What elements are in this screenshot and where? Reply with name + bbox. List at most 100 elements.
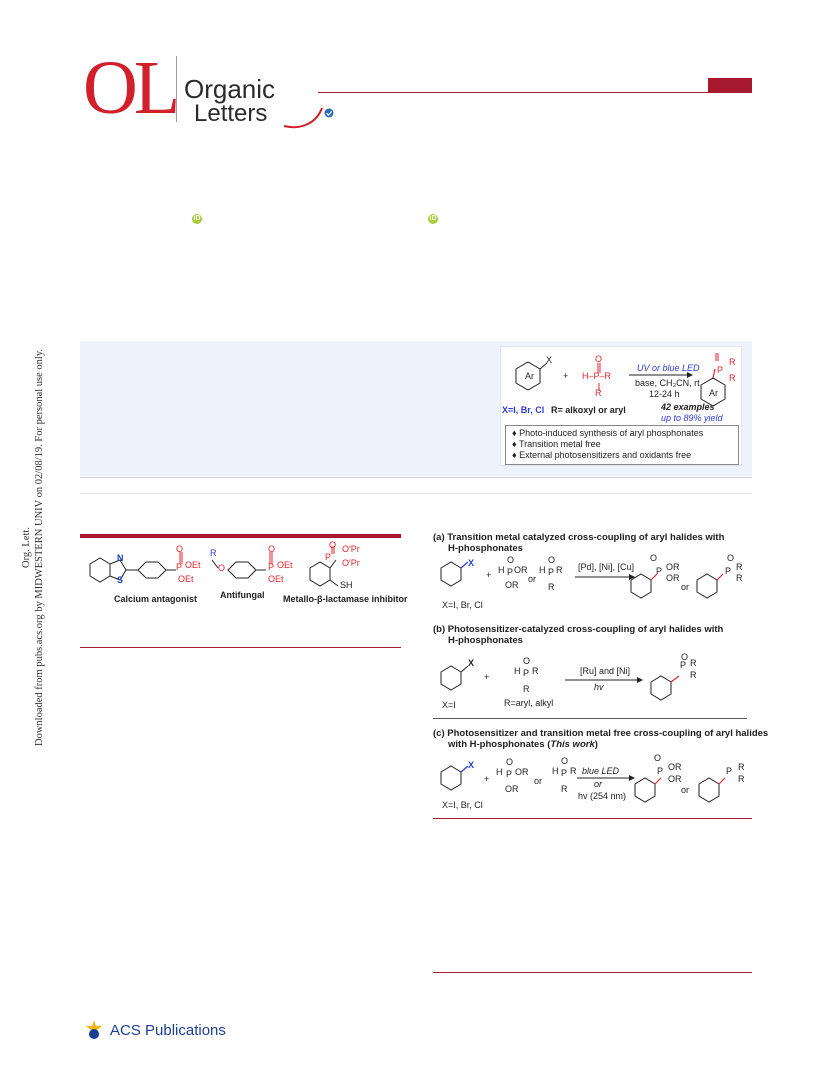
scheme-a-prod-r1: R [736, 562, 743, 572]
toc-product-r2: R [729, 373, 736, 383]
toc-r-label: R [595, 388, 602, 398]
scheme-c-cond-blue-led: blue LED [582, 766, 620, 776]
toc-product-r1: R [729, 357, 736, 367]
scheme-b-plus: + [484, 672, 490, 682]
scheme-a-prod-or2: OR [666, 573, 680, 583]
scheme-b-x-def: X=I [442, 700, 456, 710]
scheme-b-title-line1: (b) Photosensitizer-catalyzed cross-coup… [433, 624, 724, 635]
scheme-a-or-word2: or [681, 582, 690, 592]
figure1-n-label: N [117, 553, 124, 563]
figure1-label-calcium: Calcium antagonist [114, 594, 198, 604]
scheme-c-prod-p1: P [657, 766, 664, 776]
figure1-opr1: O′Pr [342, 544, 360, 554]
figure1-oet1: OEt [185, 560, 201, 570]
scheme-b-r-def: R=aryl, alkyl [504, 698, 554, 708]
scheme-a-or2: OR [505, 580, 519, 590]
toc-reaction-scheme [515, 353, 726, 407]
scheme-b-o: O [523, 656, 531, 666]
toc-arrow-bottom2: 12-24 h [649, 389, 680, 399]
figure1-oet3: OEt [277, 560, 293, 570]
scheme-a-p2: P [548, 567, 555, 577]
scheme-a-or1: OR [514, 565, 528, 575]
scheme-a-plus: + [486, 570, 492, 580]
scheme-b-x: X [468, 658, 475, 668]
toc-examples: 42 examples [661, 402, 715, 412]
download-notice-line1: Org. Lett. [21, 527, 32, 568]
scheme-a-structures [440, 561, 724, 599]
orcid-icon[interactable]: iD [428, 214, 438, 224]
scheme-b-prod-p: P [680, 660, 687, 670]
figure1-o3-label: O [268, 544, 276, 554]
scheme-c-prod-or2: OR [668, 774, 682, 784]
toc-arrow-top: UV or blue LED [637, 363, 700, 373]
scheme-bottom-rule [433, 818, 752, 819]
scheme-a-o1: O [507, 555, 515, 565]
scheme-c-h1: H [496, 767, 503, 777]
figure1-label-metallo: Metallo-β-lactamase inhibitor [283, 594, 408, 604]
scheme-b-r2: R [523, 684, 530, 694]
scheme-a-title-line2: H-phosphonates [448, 543, 523, 554]
figure1-p2-label: P [268, 562, 275, 572]
scheme-c-structures [440, 765, 726, 803]
logo-swoosh-icon [283, 107, 323, 129]
header-rule [318, 92, 752, 93]
scheme-a-x-def: X=I, Br, Cl [442, 600, 483, 610]
scheme-b-prod-r2: R [690, 670, 697, 680]
scheme-b-prod-r1: R [690, 658, 697, 668]
scheme-c-prod-r2: R [738, 774, 745, 784]
scheme-c-r1: R [570, 766, 577, 776]
figure1-oet4: OEt [268, 574, 284, 584]
figure1-p-label: P [176, 562, 183, 572]
scheme-a-prod-p1: P [656, 566, 663, 576]
figure1-o2-label: O [218, 563, 226, 573]
download-notice: Org. Lett. Downloaded from pubs.acs.org … [20, 349, 46, 746]
scheme-b-h: H [514, 666, 521, 676]
scheme-c-prod-p2: P [726, 766, 733, 776]
scheme-c-or-word: or [534, 776, 543, 786]
scheme-c-plus: + [484, 774, 490, 784]
figure1-opr2: O′Pr [342, 558, 360, 568]
scheme-a-prod-or1: OR [666, 562, 680, 572]
scheme-c-o1: O [506, 757, 514, 767]
scheme-c-or1: OR [515, 767, 529, 777]
scheme-c-x: X [468, 760, 475, 770]
scheme-c-cond-or: or [594, 779, 603, 789]
scheme-a-o2: O [548, 555, 556, 565]
toc-yield: up to 89% yield [661, 413, 723, 423]
verified-check-icon [324, 108, 334, 118]
toc-o-label: O [595, 354, 603, 364]
scheme-a-prod-r2: R [736, 573, 743, 583]
scheme-c-or2: OR [505, 784, 519, 794]
publisher-name: ACS Publications [110, 1022, 226, 1039]
header-tab [708, 78, 752, 92]
orcid-icon[interactable]: iD [192, 214, 202, 224]
toc-plus: + [563, 371, 569, 381]
toc-bullet-1: ♦ Photo-induced synthesis of aryl phosph… [512, 428, 704, 438]
figure1-sh: SH [340, 580, 353, 590]
scheme-c-cond-hv: hv (254 nm) [578, 791, 627, 801]
scheme-c-p1: P [506, 769, 513, 779]
scheme-b-structures [440, 665, 680, 701]
toc-r-def: R= alkoxyl or aryl [551, 405, 626, 415]
scheme-a-prod-o1: O [650, 553, 658, 563]
toc-bullet-2: ♦ Transition metal free [512, 439, 601, 449]
download-notice-line2: Downloaded from pubs.acs.org by MIDWESTE… [34, 348, 45, 746]
scheme-c-prod-r1: R [738, 762, 745, 772]
scheme-c-title-line2: with H-phosphonates (This work) [448, 739, 598, 750]
scheme-a-prod-o2: O [727, 553, 735, 563]
abstract-rule-light [80, 493, 752, 494]
journal-logo-word-organic: Organic [184, 74, 276, 104]
scheme-c-p2: P [561, 768, 568, 778]
toc-product-p: P [717, 365, 724, 375]
scheme-c-or-word2: or [681, 785, 690, 795]
figure1-structures [89, 546, 339, 587]
toc-x-label: X [546, 355, 553, 365]
scheme-a-h2: H [539, 565, 546, 575]
figure1-label-antifungal: Antifungal [220, 590, 265, 600]
column-footer-rule [433, 972, 752, 973]
toc-hpr-label: H–P–R [582, 371, 612, 381]
scheme-a-or-word: or [528, 574, 537, 584]
toc-bullet-3: ♦ External photosensitizers and oxidants… [512, 450, 692, 460]
scheme-c-o2: O [561, 756, 569, 766]
scheme-a-r1: R [556, 565, 563, 575]
